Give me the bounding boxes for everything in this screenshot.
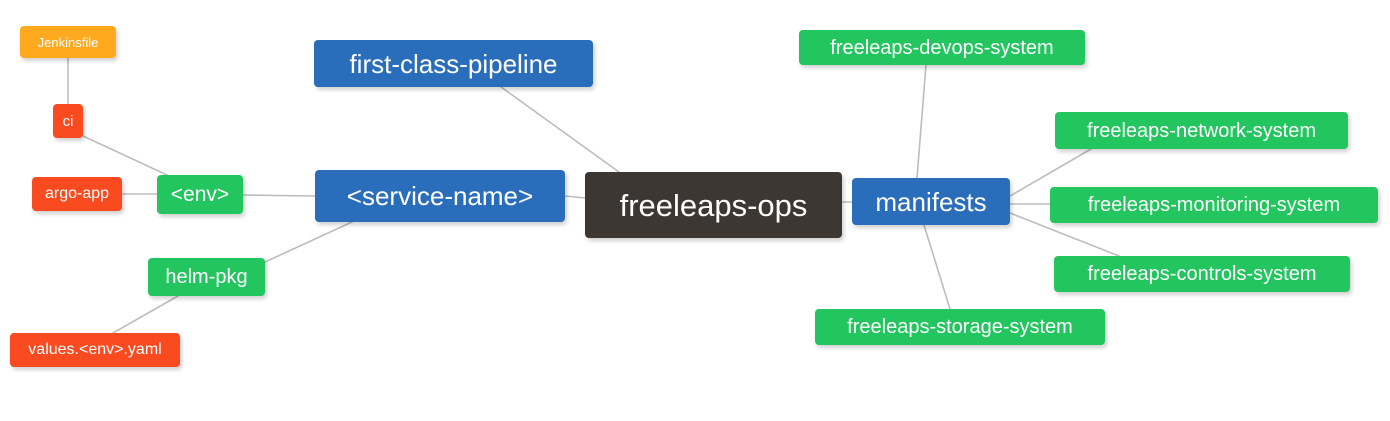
node-label-values-yaml: values.<env>.yaml xyxy=(28,341,162,358)
edge-first-class-pipeline-to-freeleaps-ops xyxy=(500,86,620,173)
node-label-helm-pkg: helm-pkg xyxy=(165,266,248,288)
edge-values-yaml-to-helm-pkg xyxy=(112,295,179,334)
edge-manifests-to-freeleaps-devops-system xyxy=(916,64,927,179)
node-label-manifests: manifests xyxy=(875,186,987,217)
mindmap-node-freeleaps-ops[interactable]: freeleaps-ops xyxy=(585,172,842,238)
mindmap-node-first-class-pipeline[interactable]: first-class-pipeline xyxy=(314,40,593,87)
mindmap-node-freeleaps-network-system[interactable]: freeleaps-network-system xyxy=(1055,112,1348,149)
node-label-service-name: <service-name> xyxy=(346,181,534,211)
mindmap-node-freeleaps-monitoring-system[interactable]: freeleaps-monitoring-system xyxy=(1050,187,1378,223)
mindmap-node-freeleaps-storage-system[interactable]: freeleaps-storage-system xyxy=(815,309,1105,345)
edge-service-name-to-freeleaps-ops xyxy=(564,195,586,199)
node-label-freeleaps-storage-system: freeleaps-storage-system xyxy=(847,316,1073,338)
node-label-freeleaps-ops: freeleaps-ops xyxy=(619,187,808,223)
node-label-freeleaps-controls-system: freeleaps-controls-system xyxy=(1087,263,1317,285)
mindmap-node-jenkinsfile[interactable]: Jenkinsfile xyxy=(20,26,116,58)
mindmap-node-ci[interactable]: ci xyxy=(53,104,83,138)
mindmap-node-env[interactable]: <env> xyxy=(157,175,243,214)
edge-env-to-service-name xyxy=(242,194,316,197)
node-label-jenkinsfile: Jenkinsfile xyxy=(37,34,99,50)
mindmap-node-values-yaml[interactable]: values.<env>.yaml xyxy=(10,333,180,367)
mindmap-node-manifests[interactable]: manifests xyxy=(852,178,1010,225)
edge-manifests-to-freeleaps-storage-system xyxy=(923,224,951,310)
node-label-argo-app: argo-app xyxy=(44,185,110,202)
node-label-freeleaps-monitoring-system: freeleaps-monitoring-system xyxy=(1087,194,1341,216)
mindmap-node-freeleaps-devops-system[interactable]: freeleaps-devops-system xyxy=(799,30,1085,65)
edge-helm-pkg-to-service-name xyxy=(264,221,353,263)
node-label-ci: ci xyxy=(62,112,74,130)
mindmap-node-argo-app[interactable]: argo-app xyxy=(32,177,122,211)
mindmap-node-freeleaps-controls-system[interactable]: freeleaps-controls-system xyxy=(1054,256,1350,292)
edge-ci-to-env xyxy=(82,135,168,176)
node-label-freeleaps-devops-system: freeleaps-devops-system xyxy=(830,36,1054,59)
mindmap-node-helm-pkg[interactable]: helm-pkg xyxy=(148,258,265,296)
mindmap-node-service-name[interactable]: <service-name> xyxy=(315,170,565,222)
node-label-freeleaps-network-system: freeleaps-network-system xyxy=(1087,119,1316,142)
node-label-first-class-pipeline: first-class-pipeline xyxy=(349,48,558,79)
node-label-env: <env> xyxy=(170,183,230,206)
